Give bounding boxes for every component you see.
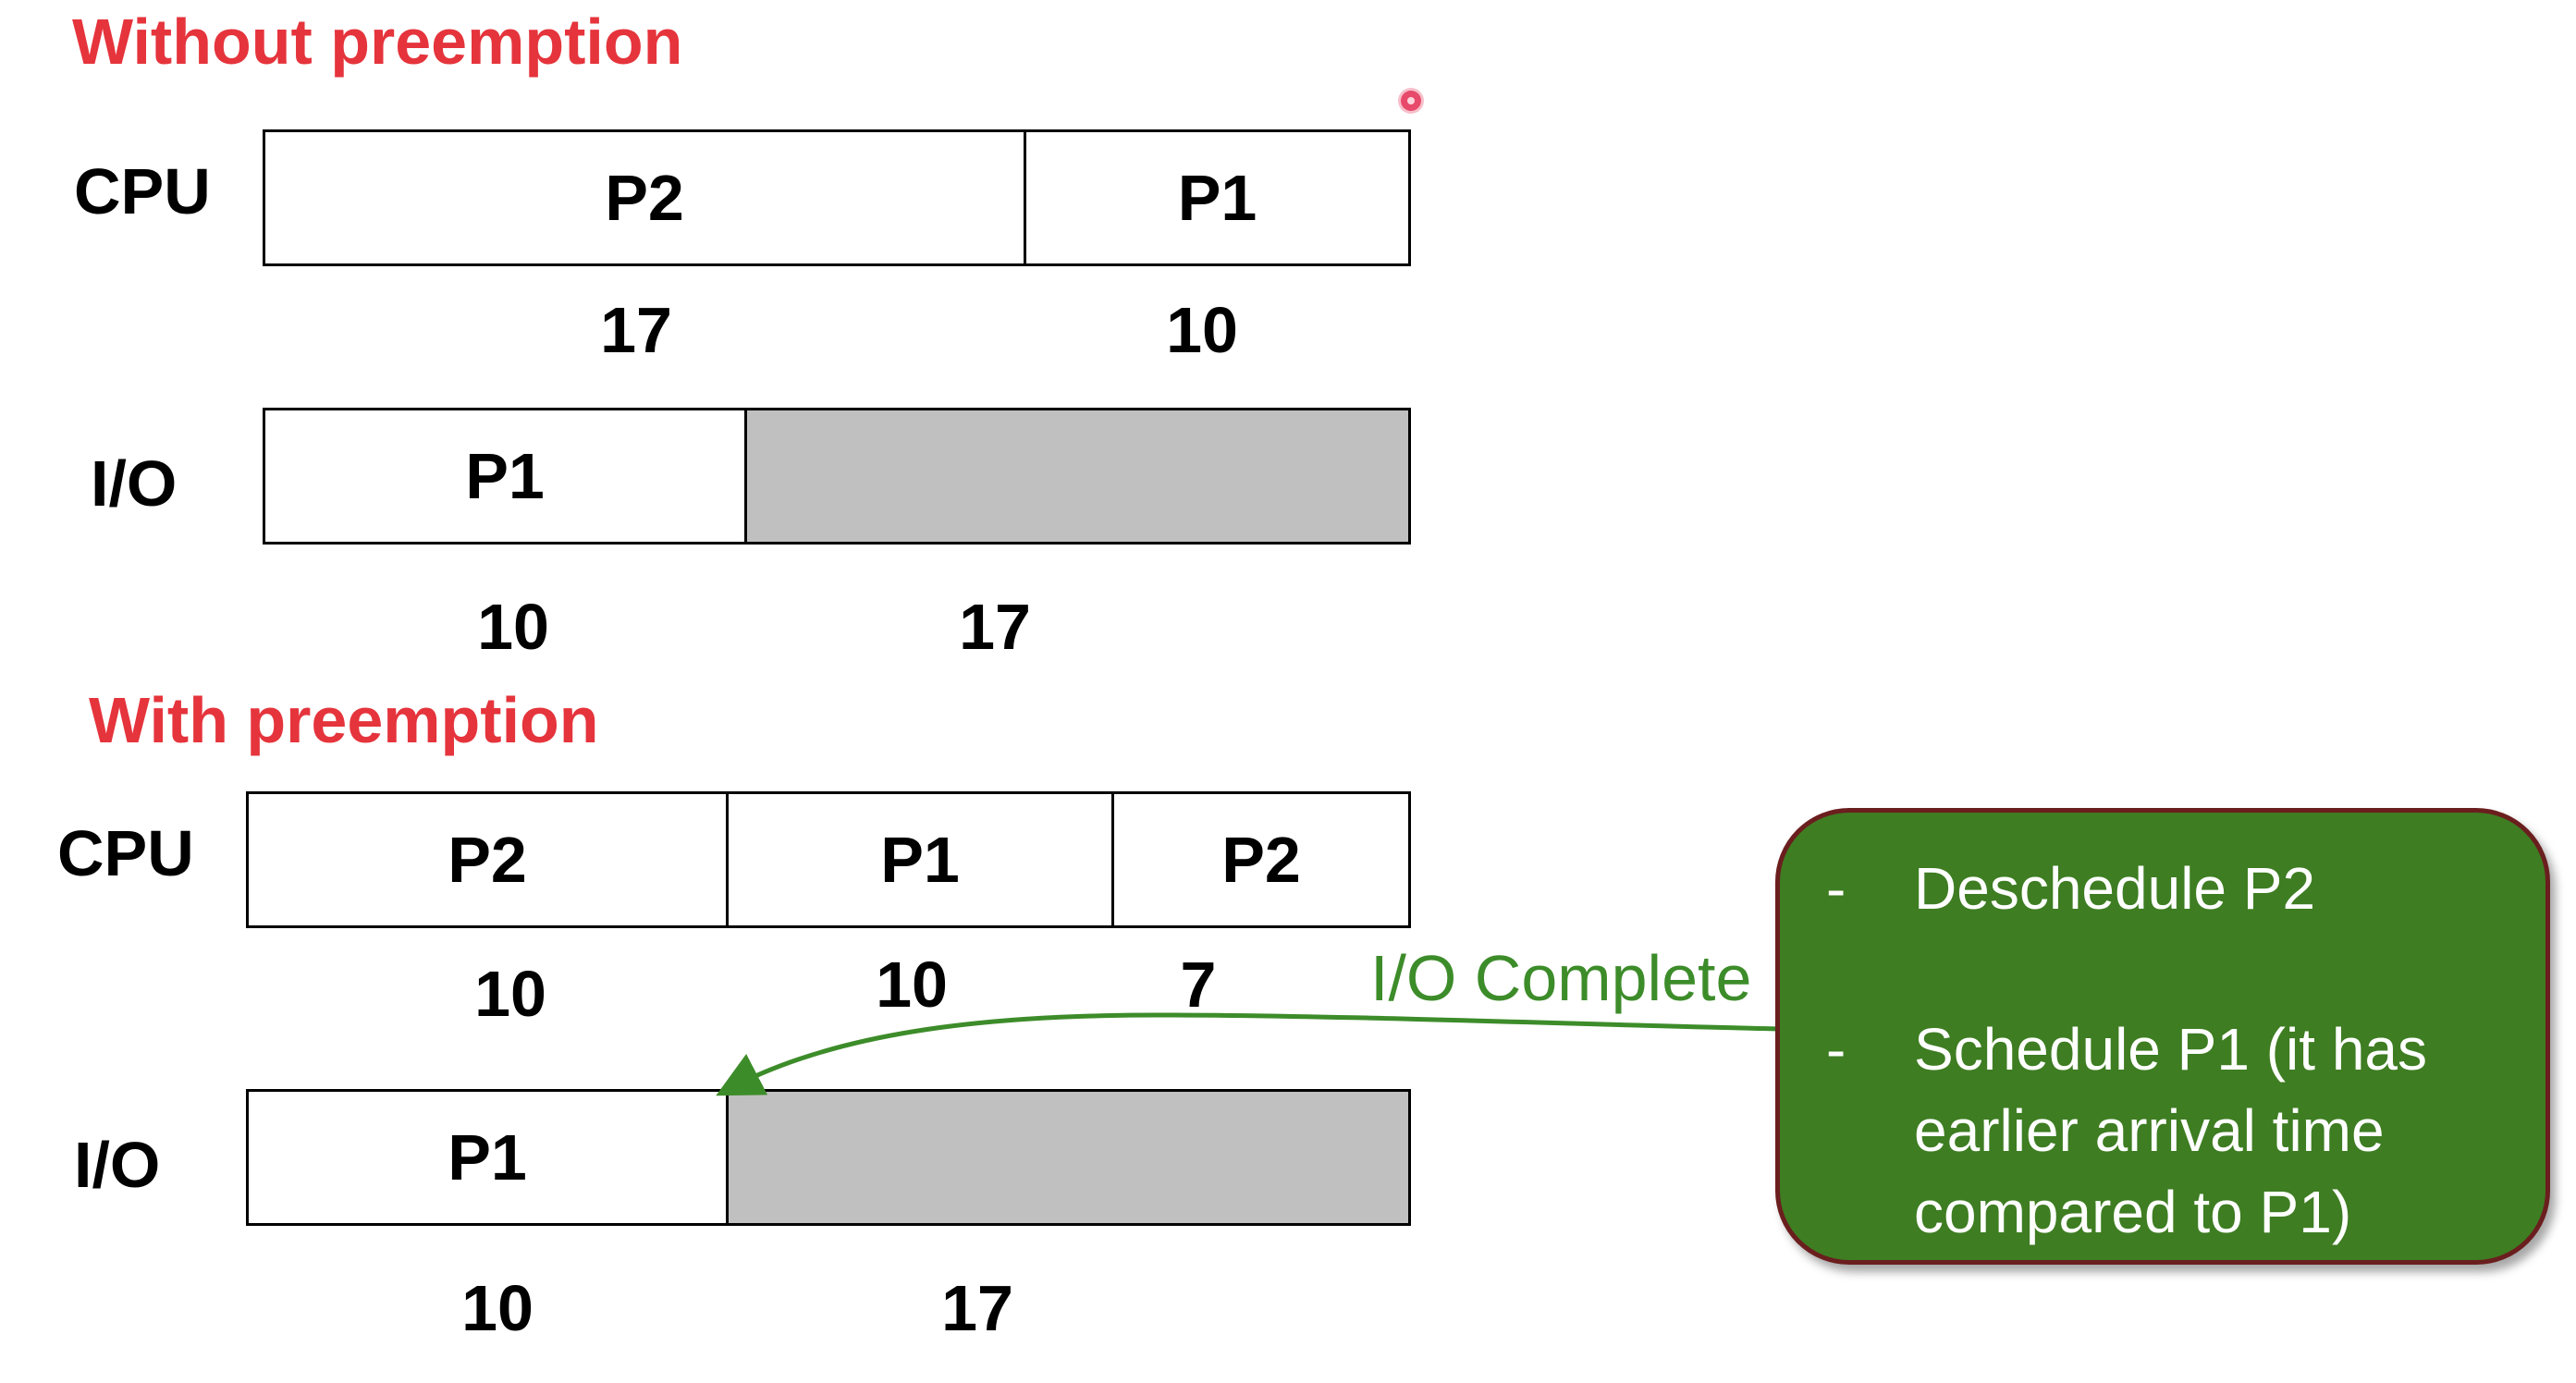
callout-bullet-text: Deschedule P2 xyxy=(1914,855,2316,922)
cpu-seg-with-2: P1 xyxy=(726,791,1114,928)
io-label-with: I/O xyxy=(74,1129,161,1201)
io-idle-without xyxy=(744,408,1411,545)
cpu-label-without: CPU xyxy=(74,155,211,227)
callout-bullet-1: - Deschedule P2 xyxy=(1826,848,2490,929)
explanation-callout: - Deschedule P2 - Schedule P1 (it has ea… xyxy=(1775,808,2550,1265)
bullet-marker: - xyxy=(1826,1016,1846,1083)
laser-pointer-icon xyxy=(1401,91,1421,111)
callout-bullet-2: - Schedule P1 (it has earlier arrival ti… xyxy=(1826,1009,2490,1253)
io-seg-without-1: P1 xyxy=(263,408,747,545)
io-seg-with-1: P1 xyxy=(246,1089,729,1226)
heading-with-preemption: With preemption xyxy=(89,684,599,756)
io-duration-with-2: 17 xyxy=(941,1272,1013,1344)
cpu-seg-with-3: P2 xyxy=(1111,791,1411,928)
heading-without-preemption: Without preemption xyxy=(72,6,683,78)
cpu-duration-without-2: 10 xyxy=(1166,294,1238,366)
io-idle-with xyxy=(726,1089,1411,1226)
callout-bullet-text: Schedule P1 (it has earlier arrival time… xyxy=(1914,1016,2427,1245)
cpu-label-with: CPU xyxy=(57,817,194,889)
io-duration-with-1: 10 xyxy=(461,1272,534,1344)
io-duration-without-2: 17 xyxy=(959,591,1031,663)
io-label-without: I/O xyxy=(91,447,178,520)
cpu-duration-without-1: 17 xyxy=(600,294,672,366)
cpu-duration-with-2: 10 xyxy=(876,949,948,1021)
io-complete-label: I/O Complete xyxy=(1370,942,1752,1014)
cpu-seg-with-1: P2 xyxy=(246,791,729,928)
cpu-seg-without-2: P1 xyxy=(1024,129,1411,266)
cpu-duration-with-1: 10 xyxy=(474,958,546,1030)
cpu-seg-without-1: P2 xyxy=(263,129,1026,266)
io-duration-without-1: 10 xyxy=(477,591,549,663)
bullet-marker: - xyxy=(1826,855,1846,922)
cpu-duration-with-3: 7 xyxy=(1180,949,1217,1021)
